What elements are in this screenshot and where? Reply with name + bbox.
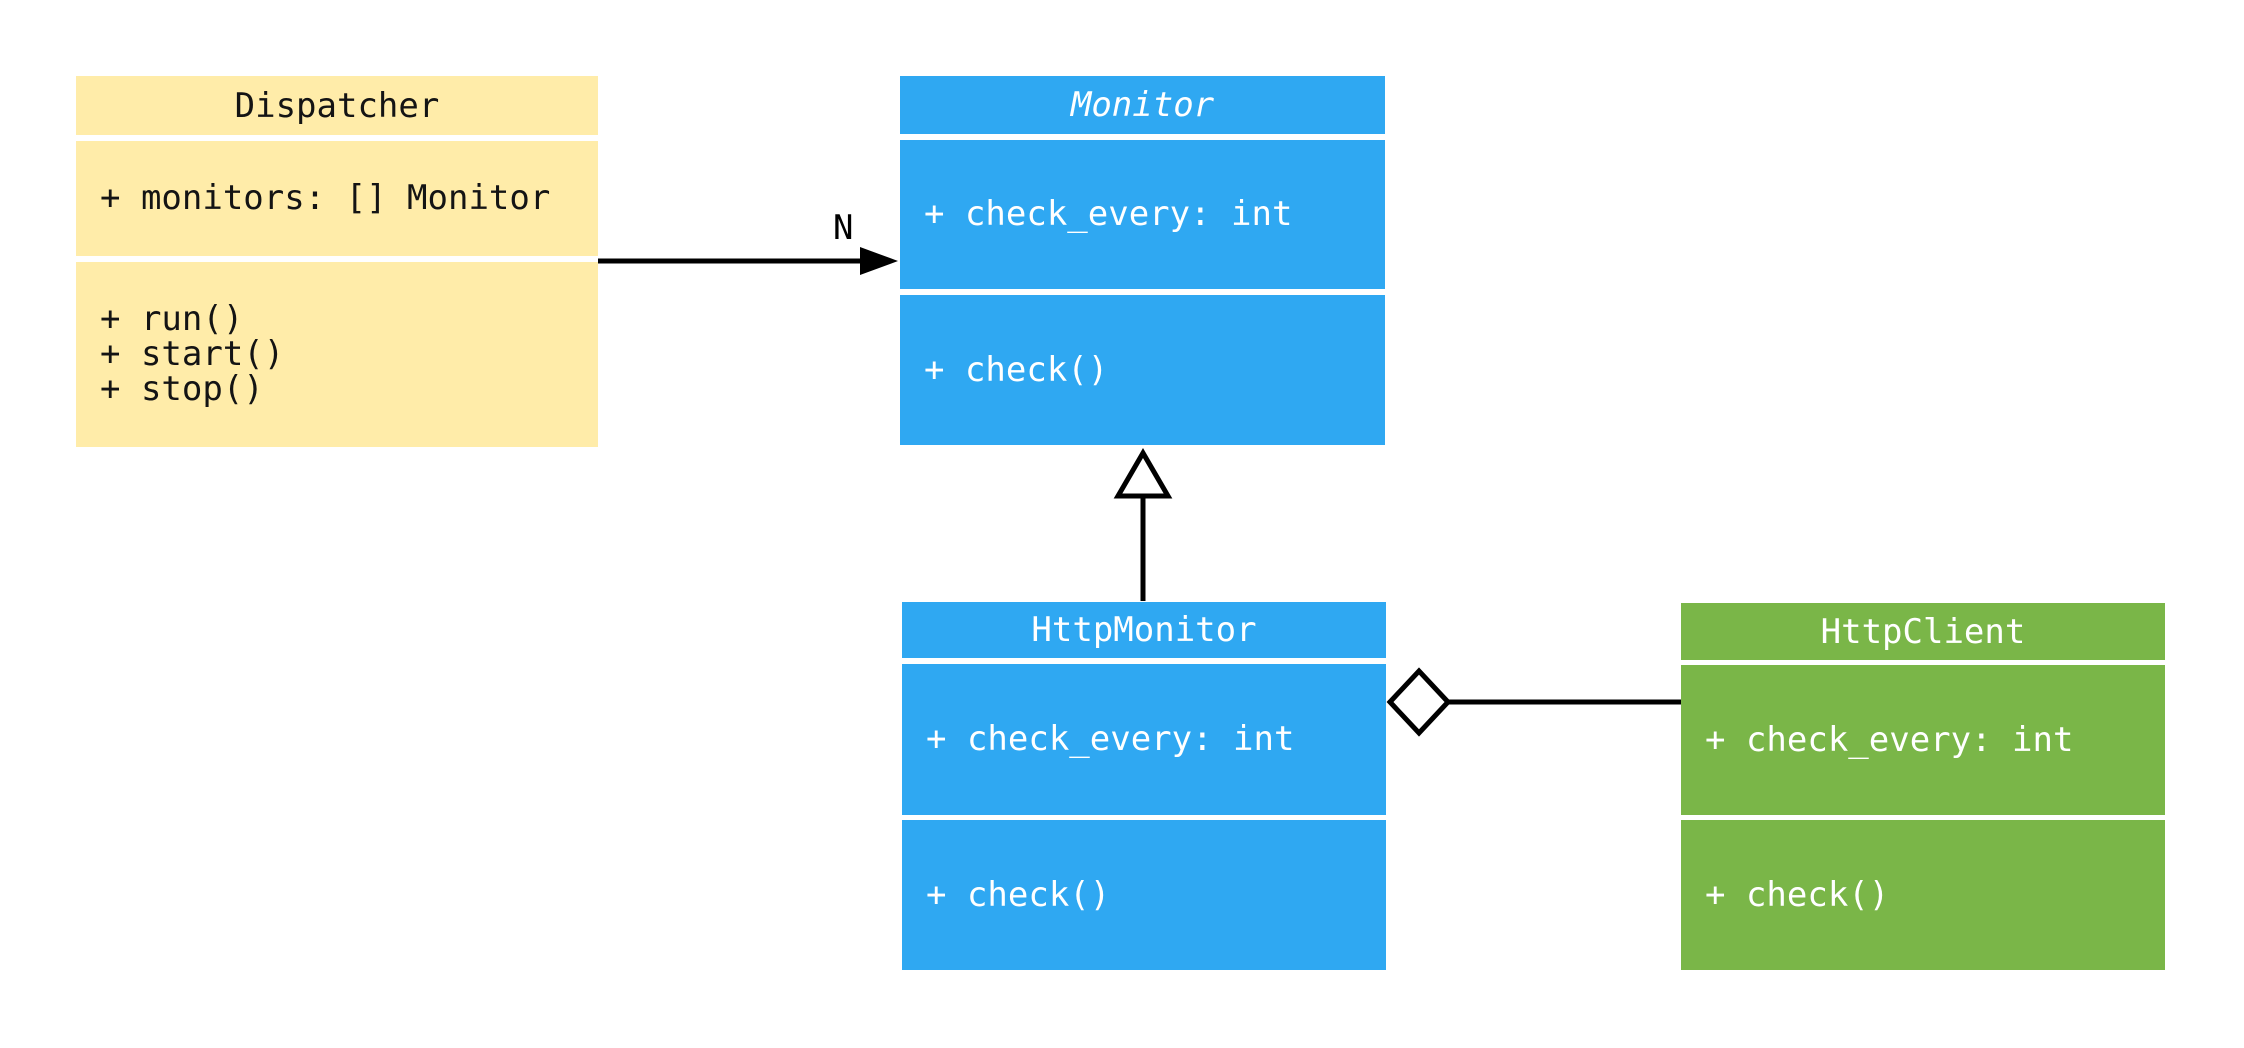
- class-box-dispatcher: Dispatcher + monitors: [] Monitor + run(…: [76, 76, 598, 447]
- method-item: + check(): [1705, 874, 1890, 915]
- method-item: + run(): [100, 299, 244, 339]
- attribute-item: + check_every: int: [926, 719, 1295, 759]
- methods-section: + check(): [1681, 820, 2165, 970]
- method-item: + start(): [100, 334, 285, 374]
- attributes-section: + check_every: int: [1681, 665, 2165, 815]
- class-title: HttpClient: [1681, 603, 2165, 660]
- multiplicity-label: N: [833, 208, 854, 248]
- attribute-item: + check_every: int: [924, 194, 1293, 234]
- attributes-section: + monitors: [] Monitor: [76, 141, 598, 256]
- class-title: Dispatcher: [76, 76, 598, 135]
- aggregation-connector: [1386, 667, 1681, 737]
- association-arrow: [598, 247, 898, 275]
- methods-section: + run() + start() + stop(): [76, 262, 598, 447]
- class-title: HttpMonitor: [902, 602, 1386, 658]
- inheritance-arrow: [1113, 448, 1173, 601]
- methods-section: + check(): [900, 295, 1385, 445]
- method-item: + stop(): [100, 369, 264, 409]
- attribute-item: + monitors: [] Monitor: [100, 178, 551, 218]
- class-box-httpclient: HttpClient + check_every: int + check(): [1681, 603, 2165, 970]
- attributes-section: + check_every: int: [900, 140, 1385, 289]
- attributes-section: + check_every: int: [902, 664, 1386, 815]
- method-item: + check(): [924, 349, 1109, 390]
- class-box-monitor: Monitor + check_every: int + check(): [900, 76, 1385, 445]
- attribute-item: + check_every: int: [1705, 719, 2074, 760]
- methods-section: + check(): [902, 820, 1386, 970]
- method-item: + check(): [926, 874, 1111, 915]
- class-title: Monitor: [900, 76, 1385, 134]
- class-box-httpmonitor: HttpMonitor + check_every: int + check(): [902, 602, 1386, 970]
